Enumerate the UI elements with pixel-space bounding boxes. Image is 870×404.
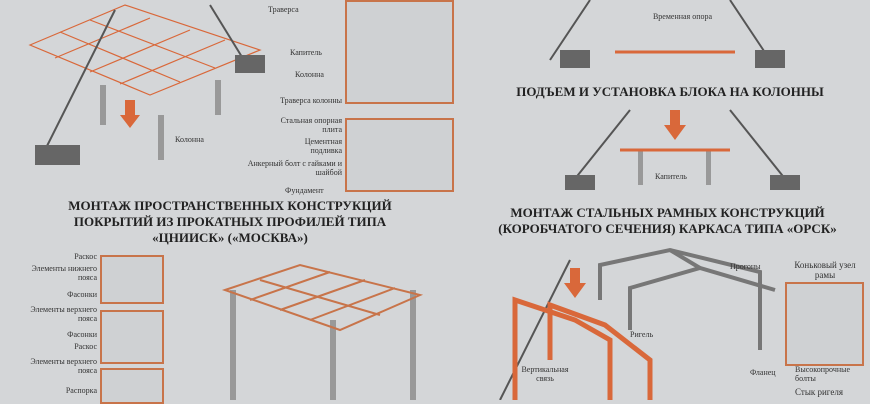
detail-node1-box: [100, 255, 164, 304]
label-joint: Стык ригеля: [795, 387, 844, 397]
label-upper-chord-2: Элементы верхнего пояса: [30, 357, 97, 375]
temp-bridge: [615, 50, 735, 152]
orange-frames: [512, 296, 653, 400]
steel-frames: [598, 247, 776, 350]
label-purlins: Прогоны: [730, 262, 761, 271]
label-upper-chord-1: Элементы верхнего пояса: [30, 305, 97, 323]
label-foundation: Фундамент: [285, 186, 324, 195]
label-crossbar: Ригель: [630, 330, 654, 339]
detail-base-box: [345, 118, 454, 192]
roof-truss: [221, 263, 424, 332]
detail-capital-box: [345, 0, 454, 104]
cranes: [44, 0, 791, 400]
heading-spatial-structures: МОНТАЖ ПРОСТРАНСТВЕННЫХ КОНСТРУКЦИЙ ПОКР…: [68, 198, 392, 245]
heading-steel-frames: МОНТАЖ СТАЛЬНЫХ РАМНЫХ КОНСТРУКЦИЙ (КОРО…: [498, 205, 837, 236]
label-lower-chord: Элементы нижнего пояса: [31, 264, 98, 282]
label-capital-2: Капитель: [655, 172, 687, 181]
label-flange: Фланец: [750, 368, 776, 377]
label-hs-bolts: Высокопрочные болты: [795, 365, 851, 383]
arrows: [120, 100, 686, 298]
label-traverse: Траверса: [268, 5, 299, 14]
crane-bodies: [35, 50, 800, 190]
detail-node2-box: [100, 310, 164, 364]
label-ridge-node: Коньковый узел рамы: [794, 260, 856, 280]
label-column-lower: Колонна: [175, 135, 204, 144]
label-brace-2: Раскос: [74, 342, 97, 351]
label-vertical-brace: Вертикальная связь: [521, 365, 569, 383]
detail-ridge-box: [785, 282, 864, 366]
label-brace-1: Раскос: [74, 252, 97, 261]
label-capital: Капитель: [290, 48, 322, 57]
roof-block-grid: [28, 4, 262, 96]
label-spacer: Распорка: [65, 386, 97, 395]
label-cement: Цементная подливка: [304, 137, 342, 155]
label-column: Колонна: [295, 70, 324, 79]
label-temp-support: Временная опора: [652, 12, 713, 21]
detail-node3-box: [100, 368, 164, 404]
label-anchor-bolt: Анкерный болт с гайками и шайбой: [247, 159, 342, 177]
label-gusset-2: Фасонки: [67, 330, 97, 339]
label-steel-plate: Стальная опорная плита: [280, 116, 342, 134]
label-column-traverse: Траверса колонны: [280, 96, 342, 105]
columns: [100, 80, 711, 400]
label-gusset-1: Фасонки: [67, 290, 97, 299]
heading-lift-block: ПОДЪЕМ И УСТАНОВКА БЛОКА НА КОЛОННЫ: [516, 84, 824, 99]
